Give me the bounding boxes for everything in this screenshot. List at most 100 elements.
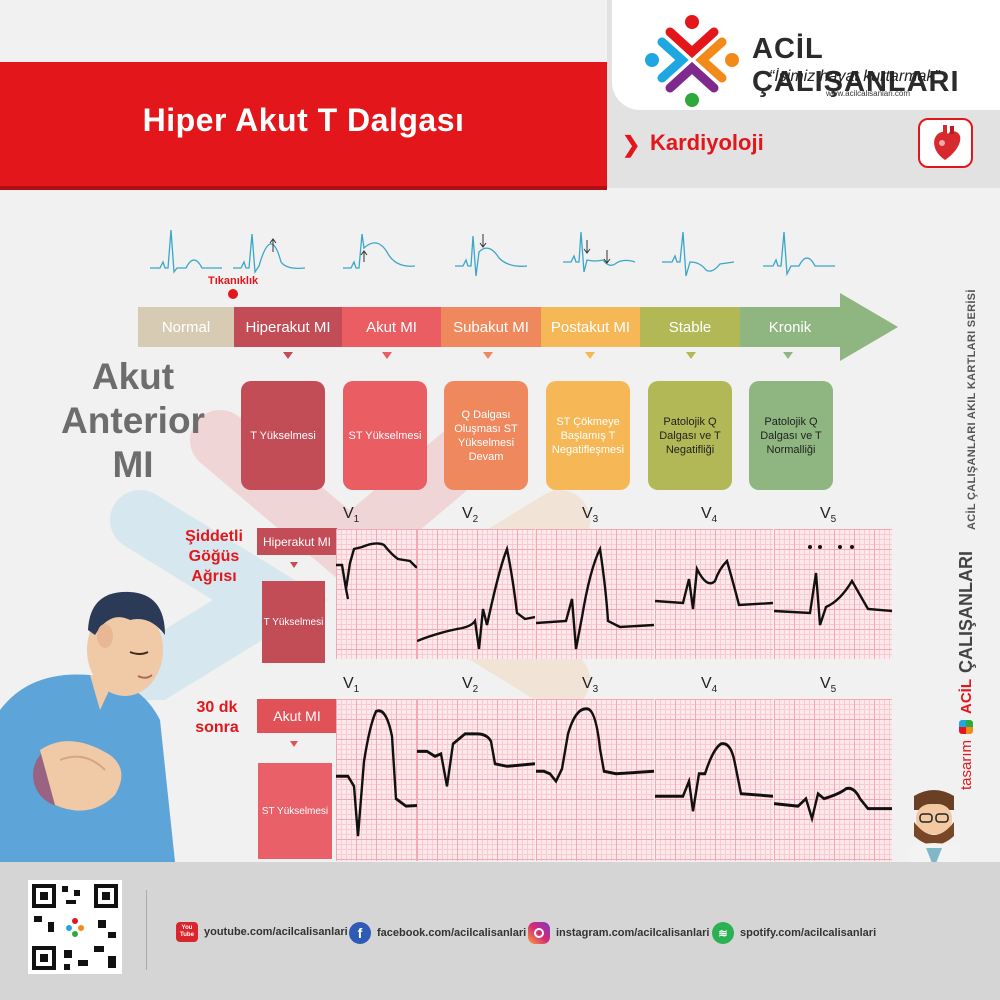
ecg-strip-row2-v2 <box>417 699 535 861</box>
lead-label: V4 <box>701 675 717 695</box>
footer-facebook-text: facebook.com/acilcalisanlari <box>377 927 527 939</box>
footer-instagram-link[interactable]: instagram.com/acilcalisanlari <box>528 922 709 944</box>
finding-box: T Yükselmesi <box>241 381 325 490</box>
stage-label: Stable <box>668 318 712 336</box>
row-label: Şiddetli Göğüs Ağrısı <box>176 527 252 587</box>
lead-letter: V <box>582 505 593 522</box>
brand-name: ACİL ÇALIŞANLARI <box>752 33 960 98</box>
lead-label: V3 <box>582 505 598 525</box>
header-title-banner <box>0 62 607 186</box>
ecg-strip-row2-v5 <box>774 699 892 861</box>
stage-stable: Stable <box>640 307 740 347</box>
chevron-right-icon: ❯ <box>622 132 641 157</box>
ecg-acute-icon <box>343 233 415 269</box>
lead-number: 2 <box>472 684 479 696</box>
stage-pointer <box>686 352 696 359</box>
design-logo-icon <box>959 719 974 734</box>
heart-icon <box>918 118 973 168</box>
finding-box: Patolojik Q Dalgası ve T Normalliği <box>749 381 833 490</box>
finding-text: ST Çökmeye Başlamış T Negatifleşmesi <box>551 415 625 456</box>
lead-letter: V <box>701 505 712 522</box>
footer-spotify-link[interactable]: ≋ spotify.com/acilcalisanlari <box>712 922 876 944</box>
ecg-strip-row1-v4 <box>655 529 773 659</box>
occlusion-marker <box>228 289 238 299</box>
stage-pointer <box>382 352 392 359</box>
section-heading-line: MI <box>112 444 154 485</box>
chest-pain-patient-illustration <box>0 591 175 862</box>
finding-box: Q Dalgası Oluşması ST Yükselmesi Devam <box>444 381 528 490</box>
lead-number: 4 <box>711 514 718 526</box>
row-stage-text: Hiperakut MI <box>262 534 332 549</box>
footer-divider <box>146 890 147 970</box>
ecg-strip-row1-v3 <box>536 529 654 659</box>
lead-label: V1 <box>343 675 359 695</box>
category-label: Kardiyoloji <box>650 130 764 155</box>
brand-slogan: “İşimiz hayat kurtarmak” <box>769 68 940 85</box>
series-vertical-label: ACİL ÇALIŞANLARI AKIL KARTLARI SERİSİ <box>966 289 978 530</box>
footer-facebook-link[interactable]: f facebook.com/acilcalisanlari <box>349 922 526 944</box>
ecg-normal-icon <box>150 229 222 274</box>
finding-box: ST Çökmeye Başlamış T Negatifleşmesi <box>546 381 630 490</box>
occlusion-label: Tıkanıklık <box>208 275 259 287</box>
stage-pointer <box>585 352 595 359</box>
stage-label: Hiperakut MI <box>245 318 331 336</box>
lead-label: V5 <box>820 505 836 525</box>
stage-normal: Normal <box>138 307 234 347</box>
ecg-strip-row1-v2 <box>417 529 535 659</box>
row-finding-box: T Yükselmesi <box>262 581 325 663</box>
finding-text: Patolojik Q Dalgası ve T Negatifliği <box>659 415 721 456</box>
qr-code[interactable] <box>28 880 122 974</box>
ecg-postacute-icon <box>563 231 635 273</box>
footer-instagram-text: instagram.com/acilcalisanlari <box>556 927 710 939</box>
row-finding-text: T Yükselmesi <box>263 616 324 628</box>
brand-logo-icon <box>645 15 739 107</box>
row-stage-tag: Akut MI <box>257 699 337 733</box>
stage-akut: Akut MI <box>342 307 441 347</box>
lead-label: V5 <box>820 675 836 695</box>
timeline-arrowhead <box>840 293 898 361</box>
ecg-hyperacute-icon <box>233 233 305 274</box>
lead-letter: V <box>820 505 831 522</box>
stage-label: Postakut MI <box>550 318 631 336</box>
lead-number: 4 <box>711 684 718 696</box>
row-label-line: Göğüs <box>188 548 240 565</box>
finding-text: ST Yükselmesi <box>348 429 422 442</box>
row-pointer <box>290 562 298 568</box>
lead-letter: V <box>343 675 354 692</box>
finding-text: Patolojik Q Dalgası ve T Normalliği <box>760 415 822 456</box>
stage-pointer <box>283 352 293 359</box>
design-credit: tasarım ACİL ÇALIŞANLARI <box>956 545 977 790</box>
lead-number: 1 <box>353 514 360 526</box>
row-stage-text: Akut MI <box>273 708 321 724</box>
finding-text: T Yükselmesi <box>250 429 316 442</box>
row-pointer <box>290 741 298 747</box>
lead-number: 3 <box>592 514 599 526</box>
youtube-icon: You Tube <box>176 922 198 942</box>
row-finding-text: ST Yükselmesi <box>261 805 329 817</box>
section-heading-line: Akut <box>91 356 175 397</box>
stage-label: Normal <box>161 318 211 336</box>
design-brand-2: ÇALIŞANLARI <box>956 550 976 673</box>
lead-number: 3 <box>592 684 599 696</box>
header-banner-shadow <box>0 186 607 190</box>
ecg-strip-row2-v3 <box>536 699 654 861</box>
stage-label: Subakut MI <box>453 318 529 336</box>
stage-pointer <box>783 352 793 359</box>
row-label-line: Ağrısı <box>191 568 237 585</box>
ecg-chronic-icon <box>763 231 835 277</box>
footer-youtube-text: youtube.com/acilcalisanlari <box>204 926 348 938</box>
finding-box: Patolojik Q Dalgası ve T Negatifliği <box>648 381 732 490</box>
design-brand-1: ACİL <box>958 678 975 714</box>
instagram-icon <box>528 922 550 944</box>
row-label: 30 dk sonra <box>184 698 250 738</box>
lead-letter: V <box>820 675 831 692</box>
row-label-line: Şiddetli <box>185 528 243 545</box>
footer-youtube-link[interactable]: You Tube youtube.com/acilcalisanlari <box>176 922 348 942</box>
lead-label: V2 <box>462 505 478 525</box>
ecg-subacute-icon <box>455 234 527 277</box>
stage-label: Akut MI <box>366 318 417 336</box>
row-label-line: sonra <box>195 719 239 736</box>
lead-label: V1 <box>343 505 359 525</box>
finding-text: Q Dalgası Oluşması ST Yükselmesi Devam <box>454 408 518 463</box>
row-stage-tag: Hiperakut MI <box>257 528 337 555</box>
